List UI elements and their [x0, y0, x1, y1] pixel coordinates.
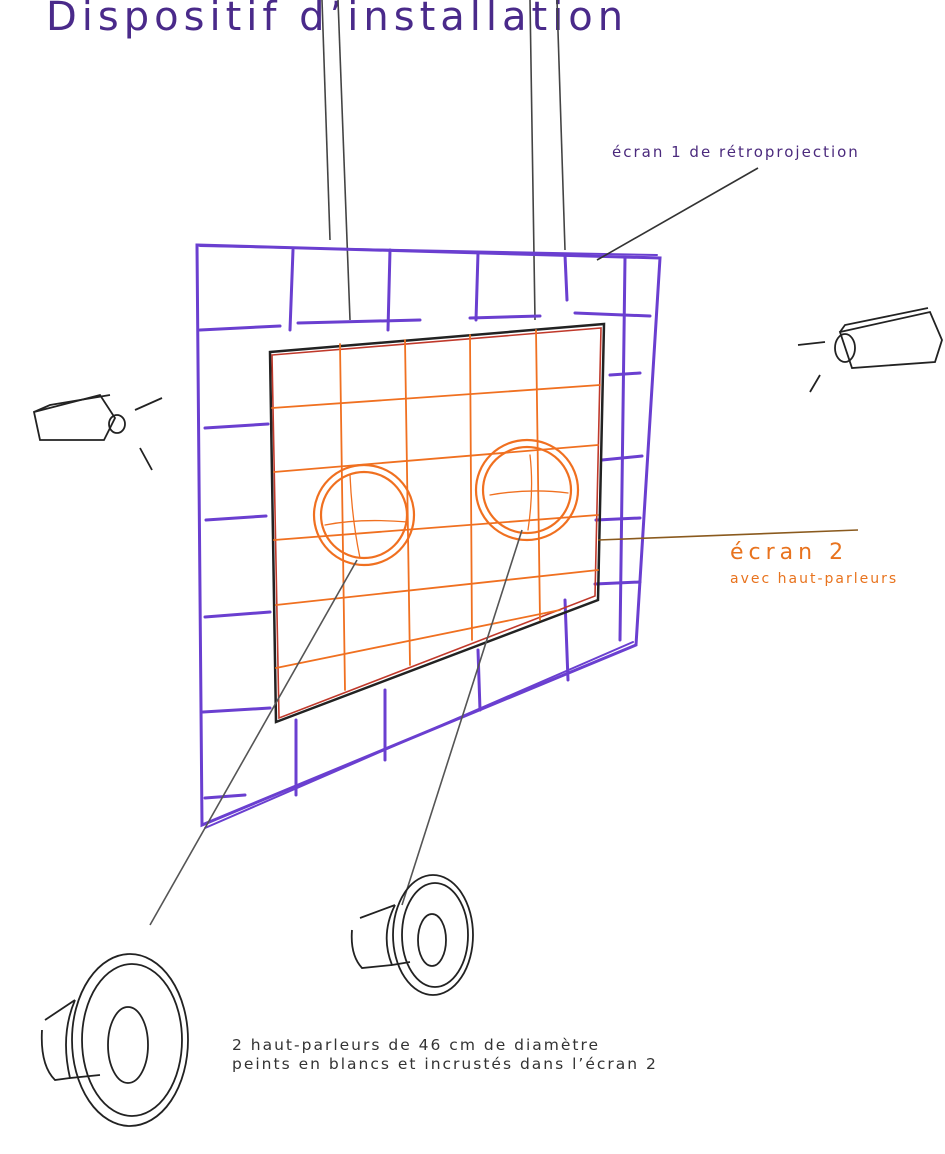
screen2-label: écran 2 — [730, 540, 849, 565]
speaker-bottom-left — [40, 953, 189, 1127]
leader-lines — [149, 167, 859, 926]
hanging-wires — [321, 0, 566, 321]
speakers-note-line1: 2 haut-parleurs de 46 cm de diamètre — [232, 1036, 601, 1054]
speakers-note-line2: peints en blancs et incrustés dans l’écr… — [232, 1055, 658, 1073]
page-title: Dispositif d’installation — [46, 0, 629, 40]
projector-right — [797, 307, 943, 393]
projector-left — [32, 393, 163, 471]
speakers-note: 2 haut-parleurs de 46 cm de diamètre pei… — [232, 1036, 658, 1074]
screen2-panel — [268, 322, 606, 724]
speaker-middle — [350, 874, 474, 996]
screen2-sublabel: avec haut-parleurs — [730, 571, 899, 587]
screen1-frame — [195, 243, 662, 829]
screen1-label: écran 1 de rétroprojection — [612, 143, 860, 161]
